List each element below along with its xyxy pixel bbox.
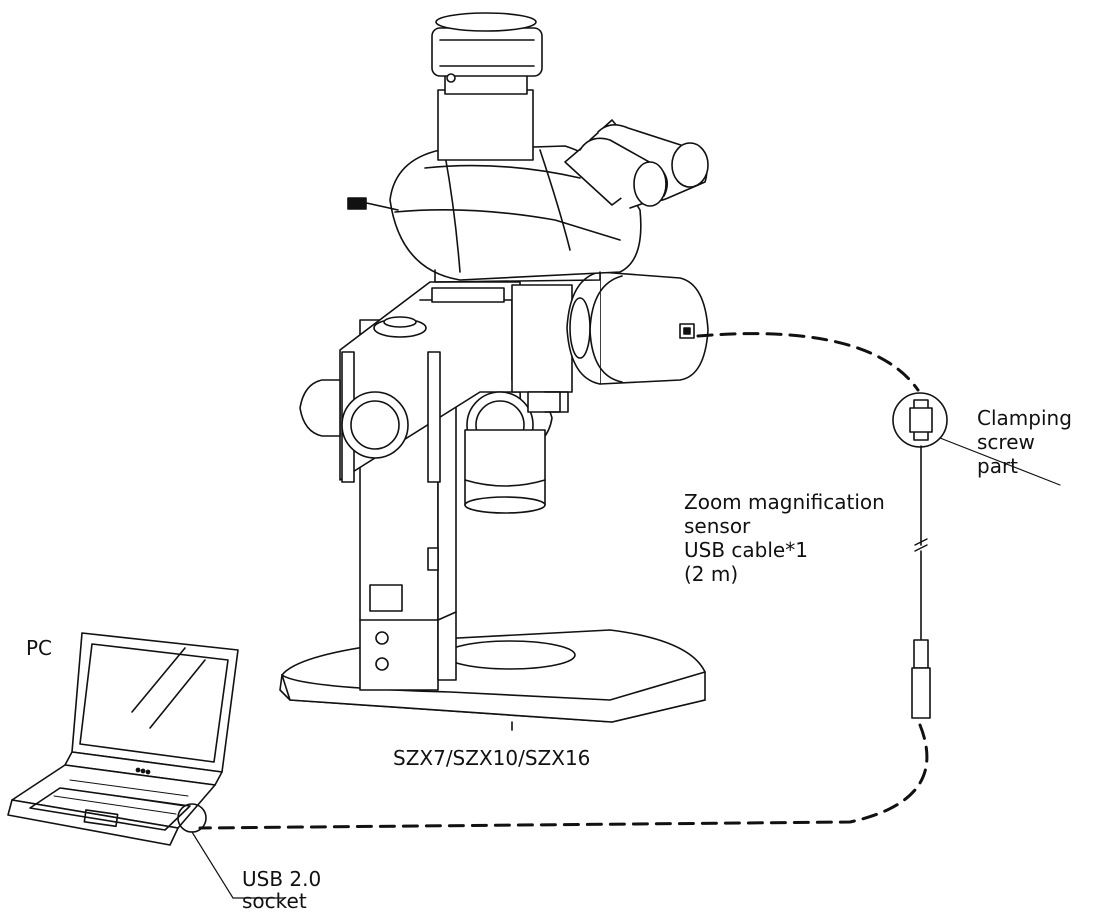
- clamping-line-3: part: [977, 454, 1019, 478]
- cable-label: Zoom magnification sensor USB cable*1 (2…: [684, 490, 885, 586]
- cable-line-3: USB cable*1: [684, 538, 808, 562]
- focus-knob-left: [299, 379, 409, 459]
- selector-lever: [347, 197, 399, 211]
- camera-port: [431, 12, 543, 161]
- usb-socket-line-1: USB 2.0: [242, 867, 322, 891]
- usb-socket-label: USB 2.0 socket: [242, 868, 321, 912]
- eyepiece-tubes: [564, 119, 709, 209]
- zoom-sensor: [566, 271, 709, 385]
- microscope-model-label: SZX7/SZX10/SZX16: [393, 746, 591, 770]
- pc-label: PC: [26, 636, 53, 660]
- laptop-pc: [7, 632, 239, 846]
- cable-line-4: (2 m): [684, 562, 739, 586]
- trinocular-head: [389, 145, 642, 283]
- cable-line-1: Zoom magnification: [684, 490, 885, 514]
- clamping-screw-label: Clamping screw part: [977, 406, 1072, 478]
- microscope: [279, 12, 709, 731]
- usb-cable: [198, 332, 948, 830]
- zoom-body: [511, 284, 573, 413]
- objective-lens: [464, 429, 546, 514]
- clamping-line-2: screw: [977, 430, 1035, 454]
- stand-base: [279, 629, 706, 731]
- usb-socket-line-2: socket: [242, 889, 307, 913]
- clamping-line-1: Clamping: [977, 406, 1072, 430]
- cable-line-2: sensor: [684, 514, 751, 538]
- leader-lines: [191, 437, 1061, 899]
